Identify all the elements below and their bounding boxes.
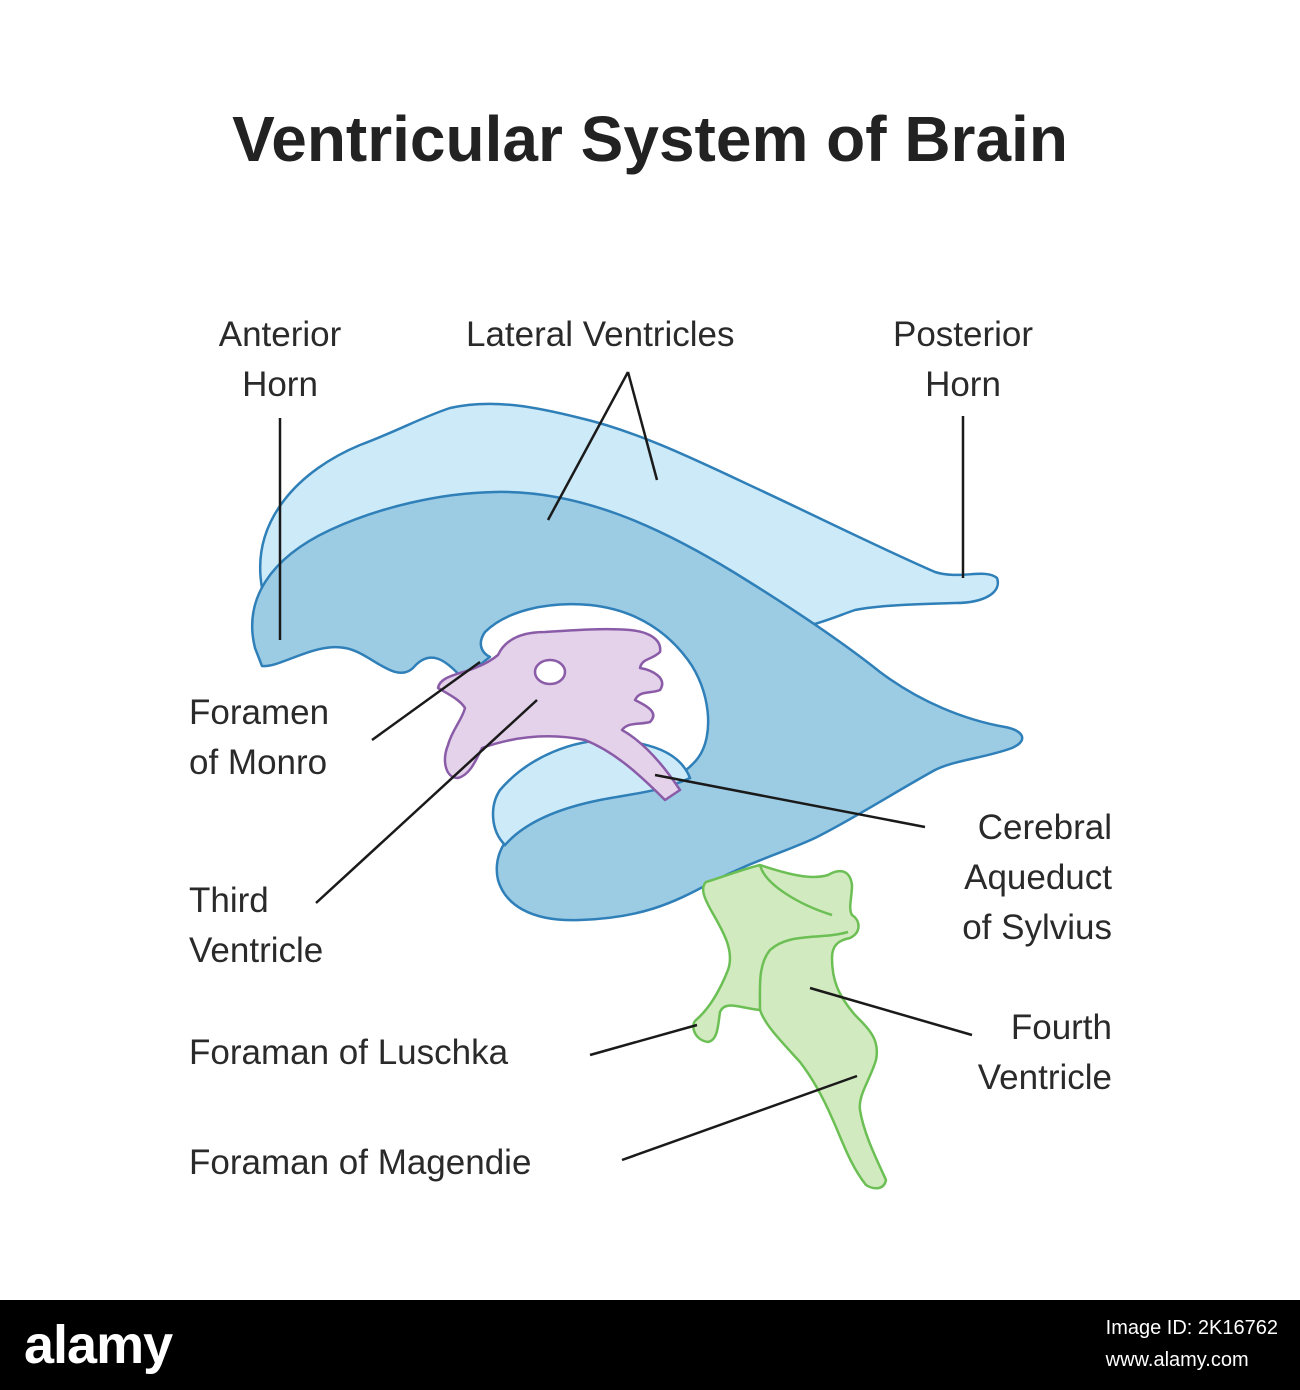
leader-foramen-magendie [621, 1074, 858, 1162]
label-third-ventricle: Third Ventricle [189, 881, 324, 970]
leader-lateral-left [546, 371, 630, 521]
leader-lateral-right [626, 371, 659, 481]
interthalamic-adhesion [533, 658, 567, 686]
label-foramen-of-luschka: Foraman of Luschka [189, 1033, 509, 1072]
leader-lines [278, 371, 973, 1162]
ventricular-system-diagram [250, 371, 1024, 1190]
label-anterior-horn: Anterior Horn [218, 315, 342, 404]
label-lateral-ventricles: Lateral Ventricles [466, 315, 735, 354]
footer-bar: alamy Image ID: 2K16762 www.alamy.com [0, 1300, 1300, 1390]
label-posterior-horn: Posterior Horn [892, 315, 1034, 404]
leader-fourth-ventricle [809, 986, 973, 1037]
diagram-title: Ventricular System of Brain [232, 103, 1068, 175]
fourth-ventricle [692, 863, 888, 1190]
label-foramen-of-magendie: Foraman of Magendie [189, 1143, 532, 1182]
leader-foramen-monro [371, 660, 481, 742]
third-ventricle [436, 627, 682, 802]
label-foramen-of-monro: Foramen of Monro [189, 693, 330, 782]
image-id-label: Image ID: 2K16762 [1105, 1317, 1278, 1339]
leader-third-ventricle [315, 699, 538, 904]
brand-logo[interactable]: alamy [24, 1315, 173, 1375]
lateral-ventricle-near [250, 490, 1024, 922]
leader-foramen-luschka [589, 1023, 698, 1057]
image-id-block: Image ID: 2K16762 www.alamy.com [1106, 1312, 1278, 1376]
site-url[interactable]: www.alamy.com [1105, 1349, 1249, 1371]
label-fourth-ventricle: Fourth Ventricle [977, 1008, 1112, 1097]
label-cerebral-aqueduct: Cerebral Aqueduct of Sylvius [962, 808, 1112, 947]
fourth-ventricle-contour [758, 864, 849, 1011]
leader-cerebral-aqueduct [654, 773, 926, 829]
